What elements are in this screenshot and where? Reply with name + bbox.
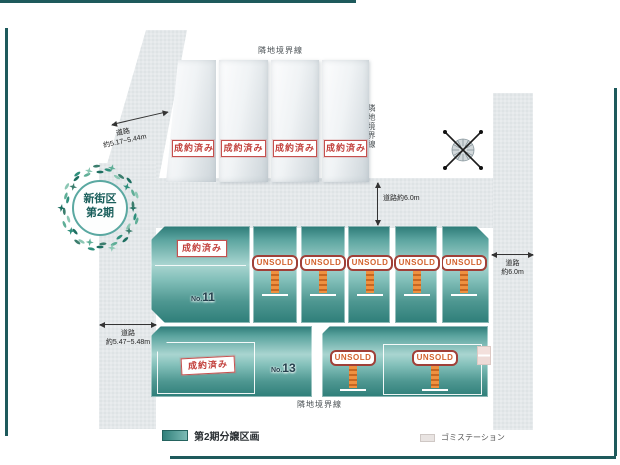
road-label-east: 道路 約6.0m [492,259,533,277]
unsold-sign-board: UNSOLD [299,255,347,271]
sign-post [271,271,279,293]
unsold-lot-1: UNSOLD [251,226,299,323]
unsold-sign: UNSOLD [346,255,394,296]
wreath-icon [57,164,139,252]
sign-base [340,389,366,391]
sign-post [460,271,468,293]
sold-stamp: 成約済み [221,140,266,157]
sold-lot-1: 成約済み [166,60,216,182]
sign-post [366,271,374,293]
sign-base [310,294,336,296]
sign-base [422,389,448,391]
sold-lot-3: 成約済み [271,60,319,182]
phase-badge: 新街区 第2期 [54,160,146,256]
unsold-lot-4: UNSOLD [393,226,441,323]
unsold-sign-board: UNSOLD [441,255,488,271]
sold-stamp: 成約済み [273,140,317,157]
bottom-band-left: 成約済み No.13 [151,326,312,397]
unsold-sign: UNSOLD [411,350,459,391]
road-label-west: 道路 約5.47~5.48m [92,329,164,347]
legend-phase-swatch [162,430,188,441]
unsold-lot-2: UNSOLD [299,226,347,323]
legend-phase-label: 第2期分譲区画 [194,432,260,443]
lot-number-13: No.13 [271,361,296,375]
legend-phase-item: 第2期分譲区画 [162,428,260,443]
sold-stamp: 成約済み [172,140,214,157]
unsold-lot-5: UNSOLD [442,226,489,323]
badge-line2: 第2期 [85,207,115,220]
sign-base [357,294,383,296]
road-name: 道路 [121,330,135,337]
sign-post [413,271,421,293]
trash-station-marker [477,346,491,365]
bottom-band-right: UNSOLD UNSOLD [322,326,488,397]
road-width: 約5.47~5.48m [105,339,151,347]
unsold-sign: UNSOLD [441,255,487,296]
lot-number-11: No.11 [191,290,215,304]
road-label-middle: 道路約6.0m [383,195,420,202]
road-width: 約6.0m [501,269,524,277]
legend-trash-swatch [420,433,435,442]
unsold-sign-board: UNSOLD [251,255,299,271]
unsold-sign: UNSOLD [329,350,377,391]
sold-stamp: 成約済み [177,240,227,257]
sold-lot-4: 成約済み [322,60,369,182]
boundary-label-right: 隣地境界線 [367,104,376,149]
lot-divider-line [155,265,246,266]
sign-base [262,294,288,296]
road-middle [99,178,533,228]
unsold-sign-board: UNSOLD [329,350,377,366]
frame-line-right [614,88,617,456]
dimension-arrow-middle-road [375,182,381,226]
legend-trash-item: ゴミステーション [420,432,505,443]
frame-line-left [5,28,8,436]
dimension-arrow-east-road [491,252,534,258]
sign-post [431,366,439,388]
frame-line-bottom [170,456,616,459]
sold-lot-2: 成約済み [219,60,268,182]
badge-text: 新街区 第2期 [54,192,146,221]
sign-post [349,366,357,388]
unsold-lot-3: UNSOLD [346,226,394,323]
sign-base [451,294,477,296]
sold-stamp: 成約済み [324,140,367,157]
north-compass-icon [443,130,483,170]
sold-lot-bottom: 成約済み [157,342,255,394]
sign-post [319,271,327,293]
sign-base [404,294,430,296]
unsold-sign-board: UNSOLD [393,255,441,271]
unsold-sign: UNSOLD [299,255,347,296]
unsold-sign-board: UNSOLD [411,350,459,366]
sold-stamp: 成約済み [180,355,236,376]
boundary-label-bottom: 隣地境界線 [297,400,342,409]
badge-line1: 新街区 [83,193,117,205]
unsold-sign: UNSOLD [251,255,299,296]
boundary-label-top: 隣地境界線 [258,46,303,55]
road-east [493,93,533,430]
road-name: 道路 [505,260,520,267]
unsold-sign: UNSOLD [393,255,441,296]
unsold-sign-board: UNSOLD [346,255,394,271]
frame-line-top [0,0,356,3]
legend-trash-label: ゴミステーション [441,433,505,442]
dimension-arrow-west-road [99,322,157,328]
lot-no11: 成約済み No.11 [151,226,250,323]
unsold-lot-bottom: UNSOLD [383,344,482,395]
